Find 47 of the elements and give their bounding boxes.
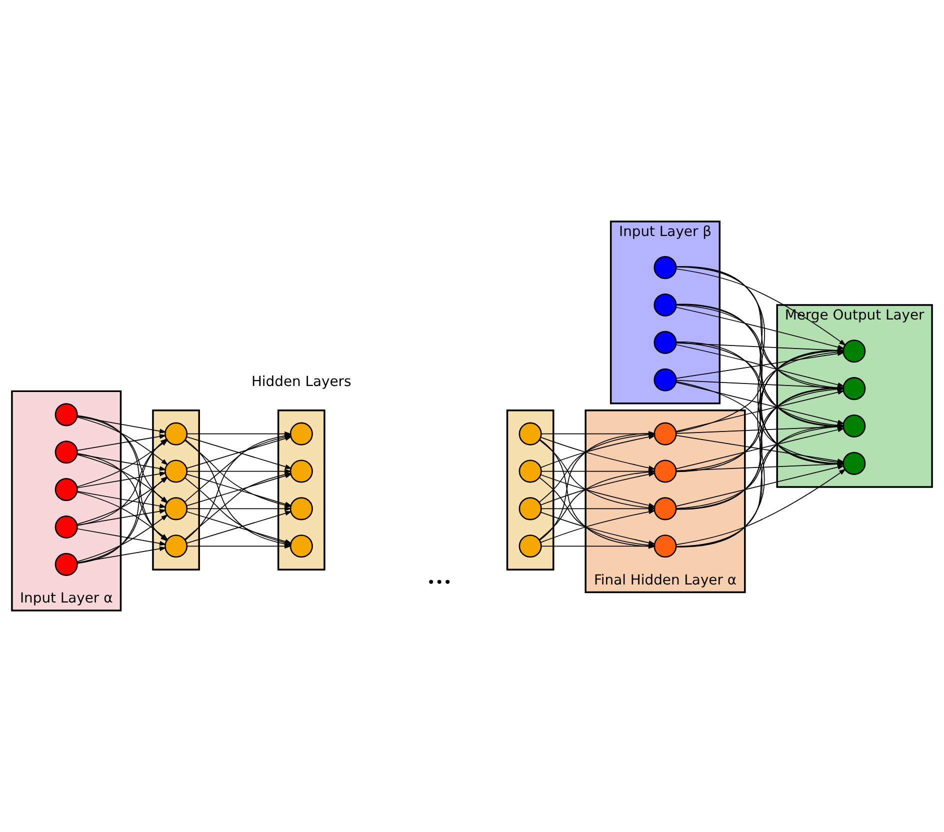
node-circle	[654, 460, 677, 483]
node-circle	[842, 340, 866, 363]
node-circle	[290, 460, 313, 483]
node-circle	[54, 440, 78, 464]
node-circle	[164, 460, 188, 483]
node-circle	[54, 515, 78, 539]
arrow	[675, 464, 845, 507]
node-circle	[54, 403, 78, 426]
cluster	[152, 409, 200, 570]
node-circle	[842, 452, 866, 475]
node-circle	[842, 414, 866, 438]
arrow	[676, 468, 846, 546]
node-circle	[654, 368, 677, 392]
node-circle	[518, 497, 542, 520]
arrow	[76, 546, 167, 564]
node-circle	[290, 422, 313, 446]
node-circle	[164, 497, 188, 520]
arrow	[186, 506, 292, 512]
arrow	[76, 508, 167, 526]
node-circle	[54, 478, 78, 502]
node-circle	[164, 422, 188, 446]
node-circle	[654, 293, 677, 317]
node-circle	[518, 460, 542, 483]
node-circle	[54, 552, 78, 576]
cluster: Input Layer α	[11, 390, 122, 612]
label: Hidden Layers	[251, 374, 352, 390]
node-circle	[654, 422, 677, 446]
arrow	[76, 453, 167, 471]
node-circle	[164, 534, 188, 558]
arrow	[186, 544, 292, 549]
cluster: Final Hidden Layer α	[584, 409, 746, 594]
node-circle	[290, 534, 313, 558]
node-circle	[290, 497, 313, 520]
cluster	[277, 409, 326, 570]
arrow	[76, 416, 167, 434]
node-circle	[842, 377, 866, 400]
node-circle	[654, 330, 677, 354]
node-circle	[654, 497, 677, 520]
node-circle	[654, 256, 677, 280]
label: •••	[427, 574, 452, 591]
arrow	[186, 468, 292, 474]
cluster: Input Layer β	[610, 220, 721, 404]
cluster	[506, 409, 554, 570]
node-circle	[518, 422, 542, 446]
node-circle	[518, 534, 542, 558]
node-circle	[654, 534, 677, 558]
arrow	[676, 268, 846, 346]
